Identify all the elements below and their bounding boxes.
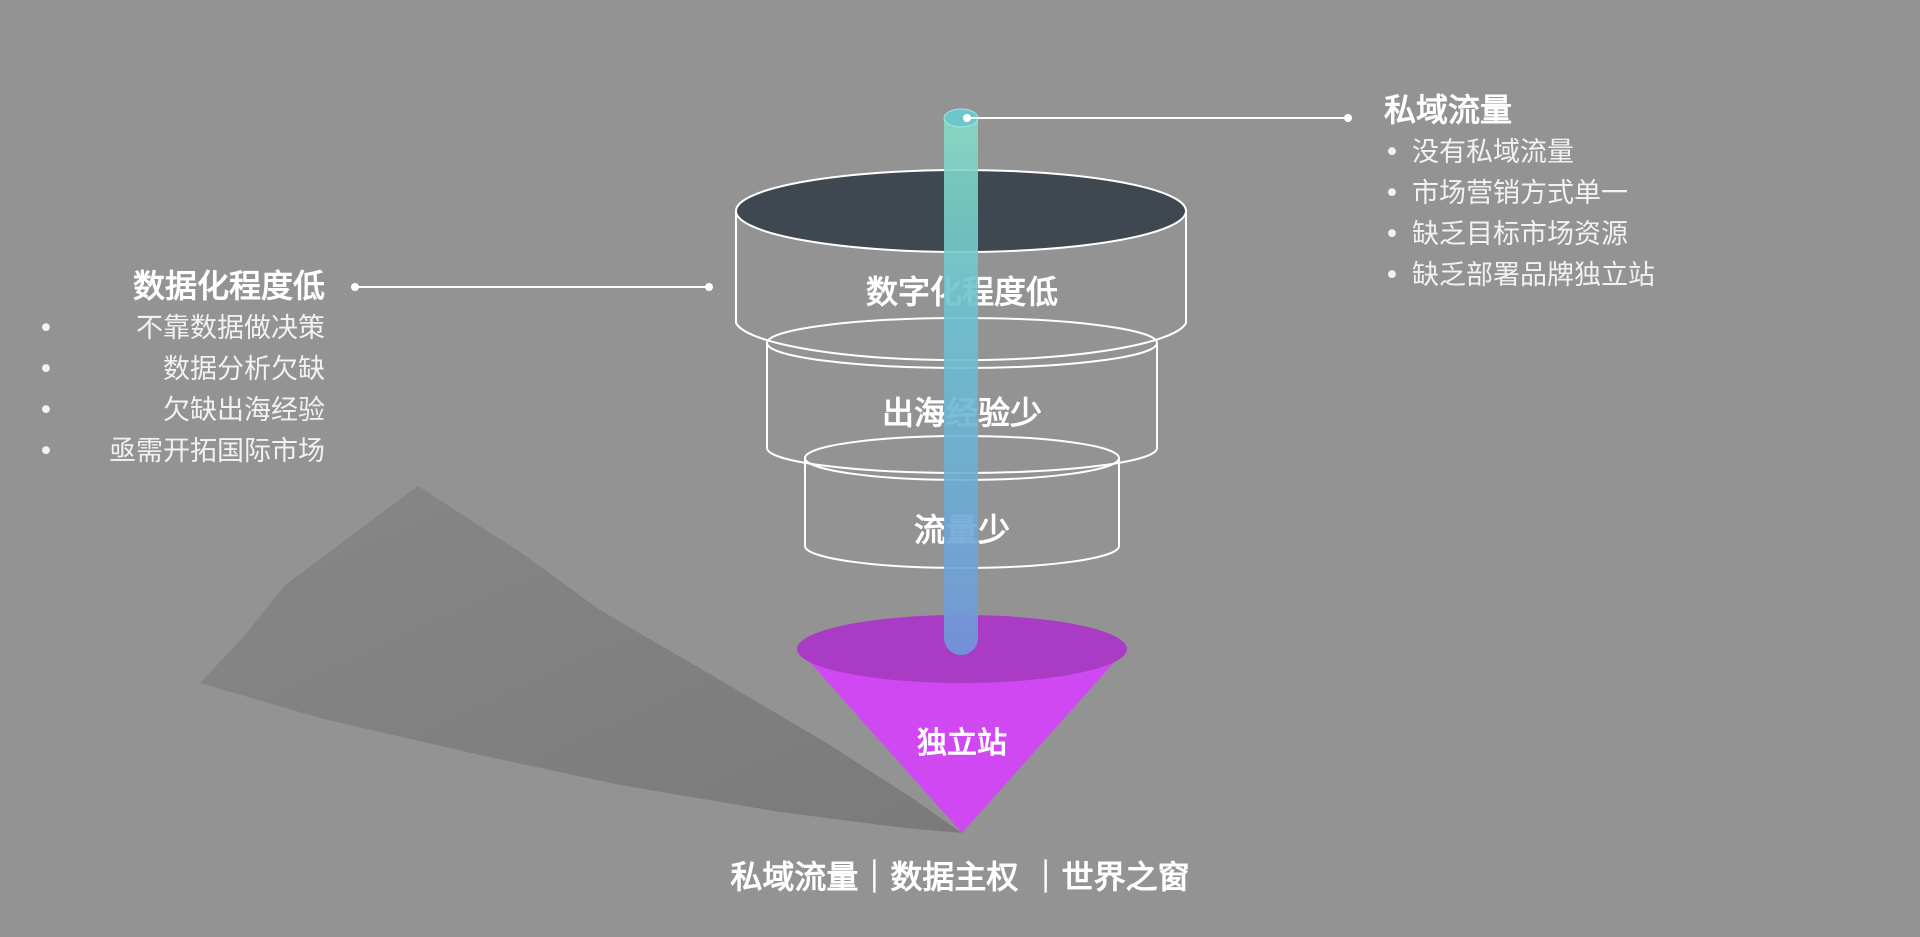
callout-low-digitalization-title: 数据化程度低 — [132, 267, 325, 305]
callout-low-digitalization-list: 不靠数据做决策 数据分析欠缺 欠缺出海经验 亟需开拓国际市场 — [20, 308, 325, 472]
callout-low-digitalization: 数据化程度低 不靠数据做决策 数据分析欠缺 欠缺出海经验 亟需开拓国际市场 — [20, 264, 325, 472]
list-item: 缺乏目标市场资源 — [1384, 214, 1655, 255]
list-item: 缺乏部署品牌独立站 — [1384, 255, 1655, 296]
callout-private-traffic-list: 没有私域流量 市场营销方式单一 缺乏目标市场资源 缺乏部署品牌独立站 — [1384, 132, 1655, 296]
footer-tagline: 私域流量｜数据主权 ｜世界之窗 — [730, 858, 1190, 896]
list-item: 市场营销方式单一 — [1384, 173, 1655, 214]
list-item: 没有私域流量 — [1384, 132, 1655, 173]
independent-site-cone: 独立站 — [797, 615, 1127, 833]
list-item: 不靠数据做决策 — [20, 308, 325, 349]
left-connector-line — [351, 283, 713, 291]
traffic-pipe — [943, 108, 979, 655]
list-item: 数据分析欠缺 — [20, 349, 325, 390]
cone-label: 独立站 — [917, 726, 1007, 761]
list-item: 欠缺出海经验 — [20, 390, 325, 431]
list-item: 亟需开拓国际市场 — [20, 431, 325, 472]
right-connector-line — [963, 114, 1352, 122]
callout-private-traffic-title: 私域流量 — [1384, 91, 1513, 129]
funnel-shadow — [200, 486, 962, 833]
callout-private-traffic: 私域流量 没有私域流量 市场营销方式单一 缺乏目标市场资源 缺乏部署品牌独立站 — [1384, 88, 1655, 296]
